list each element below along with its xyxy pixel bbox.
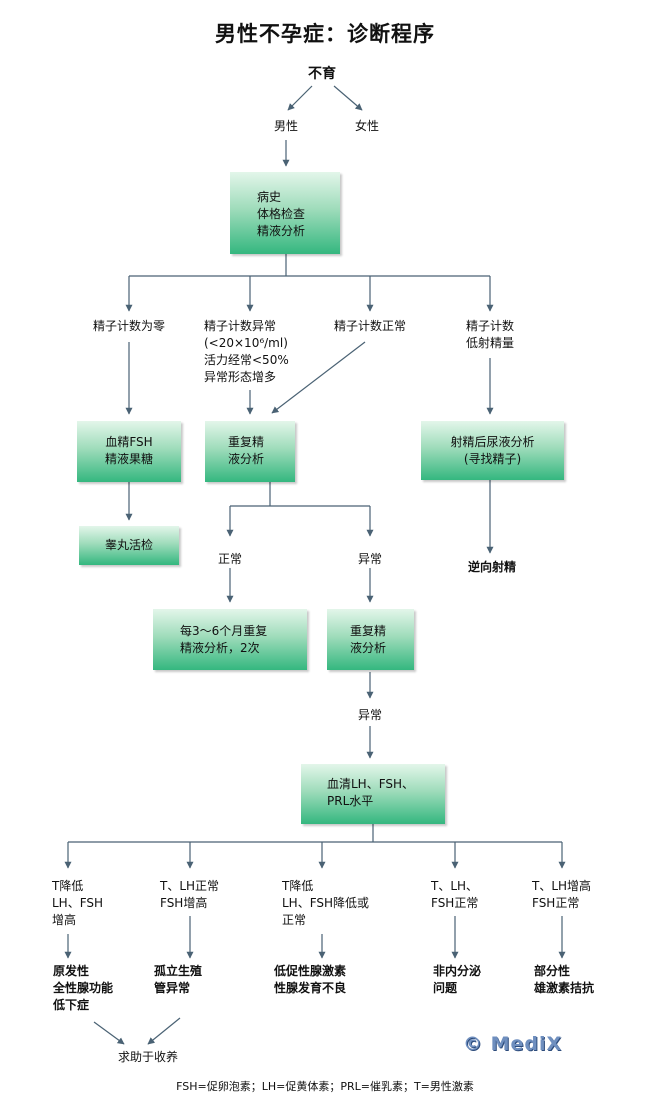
node-result-4: T、LH、 FSH正常 bbox=[431, 879, 479, 910]
box-history-exam-semen: 病史 体格检查 精液分析 bbox=[230, 172, 340, 254]
node-infertility: 不育 bbox=[308, 66, 336, 82]
node-male: 男性 bbox=[273, 119, 298, 133]
node-dx-primary-hypogonadism: 原发性 全性腺功能 低下症 bbox=[53, 964, 114, 1012]
medix-logo: © MediX bbox=[463, 1033, 563, 1055]
node-dx-isolated-duct: 孤立生殖 管异常 bbox=[154, 964, 203, 995]
node-count-normal: 精子计数正常 bbox=[333, 319, 406, 333]
node-abnormal: 异常 bbox=[357, 552, 382, 566]
node-retrograde-ejaculation: 逆向射精 bbox=[467, 560, 516, 574]
node-dx-hypogonadotropic: 低促性腺激素 性腺发育不良 bbox=[274, 964, 347, 995]
serum-bus bbox=[68, 824, 562, 843]
arrow-dx1-adopt bbox=[93, 1021, 125, 1045]
footnote-abbreviations: FSH=促卵泡素；LH=促黄体素；PRL=催乳素；T=男性激素 bbox=[176, 1080, 474, 1093]
node-dx-non-endocrine: 非内分泌 问题 bbox=[433, 964, 482, 995]
node-count-zero: 精子计数为零 bbox=[92, 319, 165, 333]
node-normal: 正常 bbox=[217, 552, 242, 566]
node-result-3: T降低 LH、FSH降低或 正常 bbox=[282, 879, 370, 927]
box-blood-fsh-fructose: 血精FSH 精液果糖 bbox=[77, 421, 181, 482]
node-result-2: T、LH正常 FSH增高 bbox=[160, 879, 220, 910]
node-result-1: T降低 LH、FSH 增高 bbox=[52, 879, 104, 927]
arrow-root-female bbox=[333, 85, 363, 111]
page-title: 男性不孕症：诊断程序 bbox=[215, 22, 435, 46]
box-repeat-semen: 重复精 液分析 bbox=[205, 421, 295, 482]
node-adoption: 求助于收养 bbox=[117, 1050, 178, 1064]
box-repeat-semen-2: 重复精 液分析 bbox=[327, 609, 414, 670]
node-count-low-volume: 精子计数 低射精量 bbox=[465, 319, 514, 350]
node-count-abnormal: 精子计数异常 (<20×10⁶/ml) 活力经常<50% 异常形态增多 bbox=[204, 319, 289, 384]
arrow-normal-repeat bbox=[271, 341, 366, 414]
node-female: 女性 bbox=[354, 119, 379, 133]
node-result-5: T、LH增高 FSH正常 bbox=[532, 879, 592, 910]
arrow-root-male bbox=[287, 85, 313, 111]
box-repeat-every-3-6-months: 每3～6个月重复 精液分析，2次 bbox=[153, 609, 307, 670]
history-bus bbox=[129, 254, 490, 277]
node-dx-androgen-resistance: 部分性 雄激素拮抗 bbox=[534, 964, 595, 995]
box-serum-lh-fsh-prl: 血清LH、FSH、 PRL水平 bbox=[301, 764, 445, 824]
node-abnormal-2: 异常 bbox=[357, 708, 382, 722]
repeat-bus bbox=[230, 482, 370, 507]
arrow-dx2-adopt bbox=[147, 1017, 181, 1045]
box-post-ejac-urine: 射精后尿液分析 (寻找精子) bbox=[421, 421, 564, 480]
box-testis-biopsy: 睾丸活检 bbox=[79, 526, 179, 565]
